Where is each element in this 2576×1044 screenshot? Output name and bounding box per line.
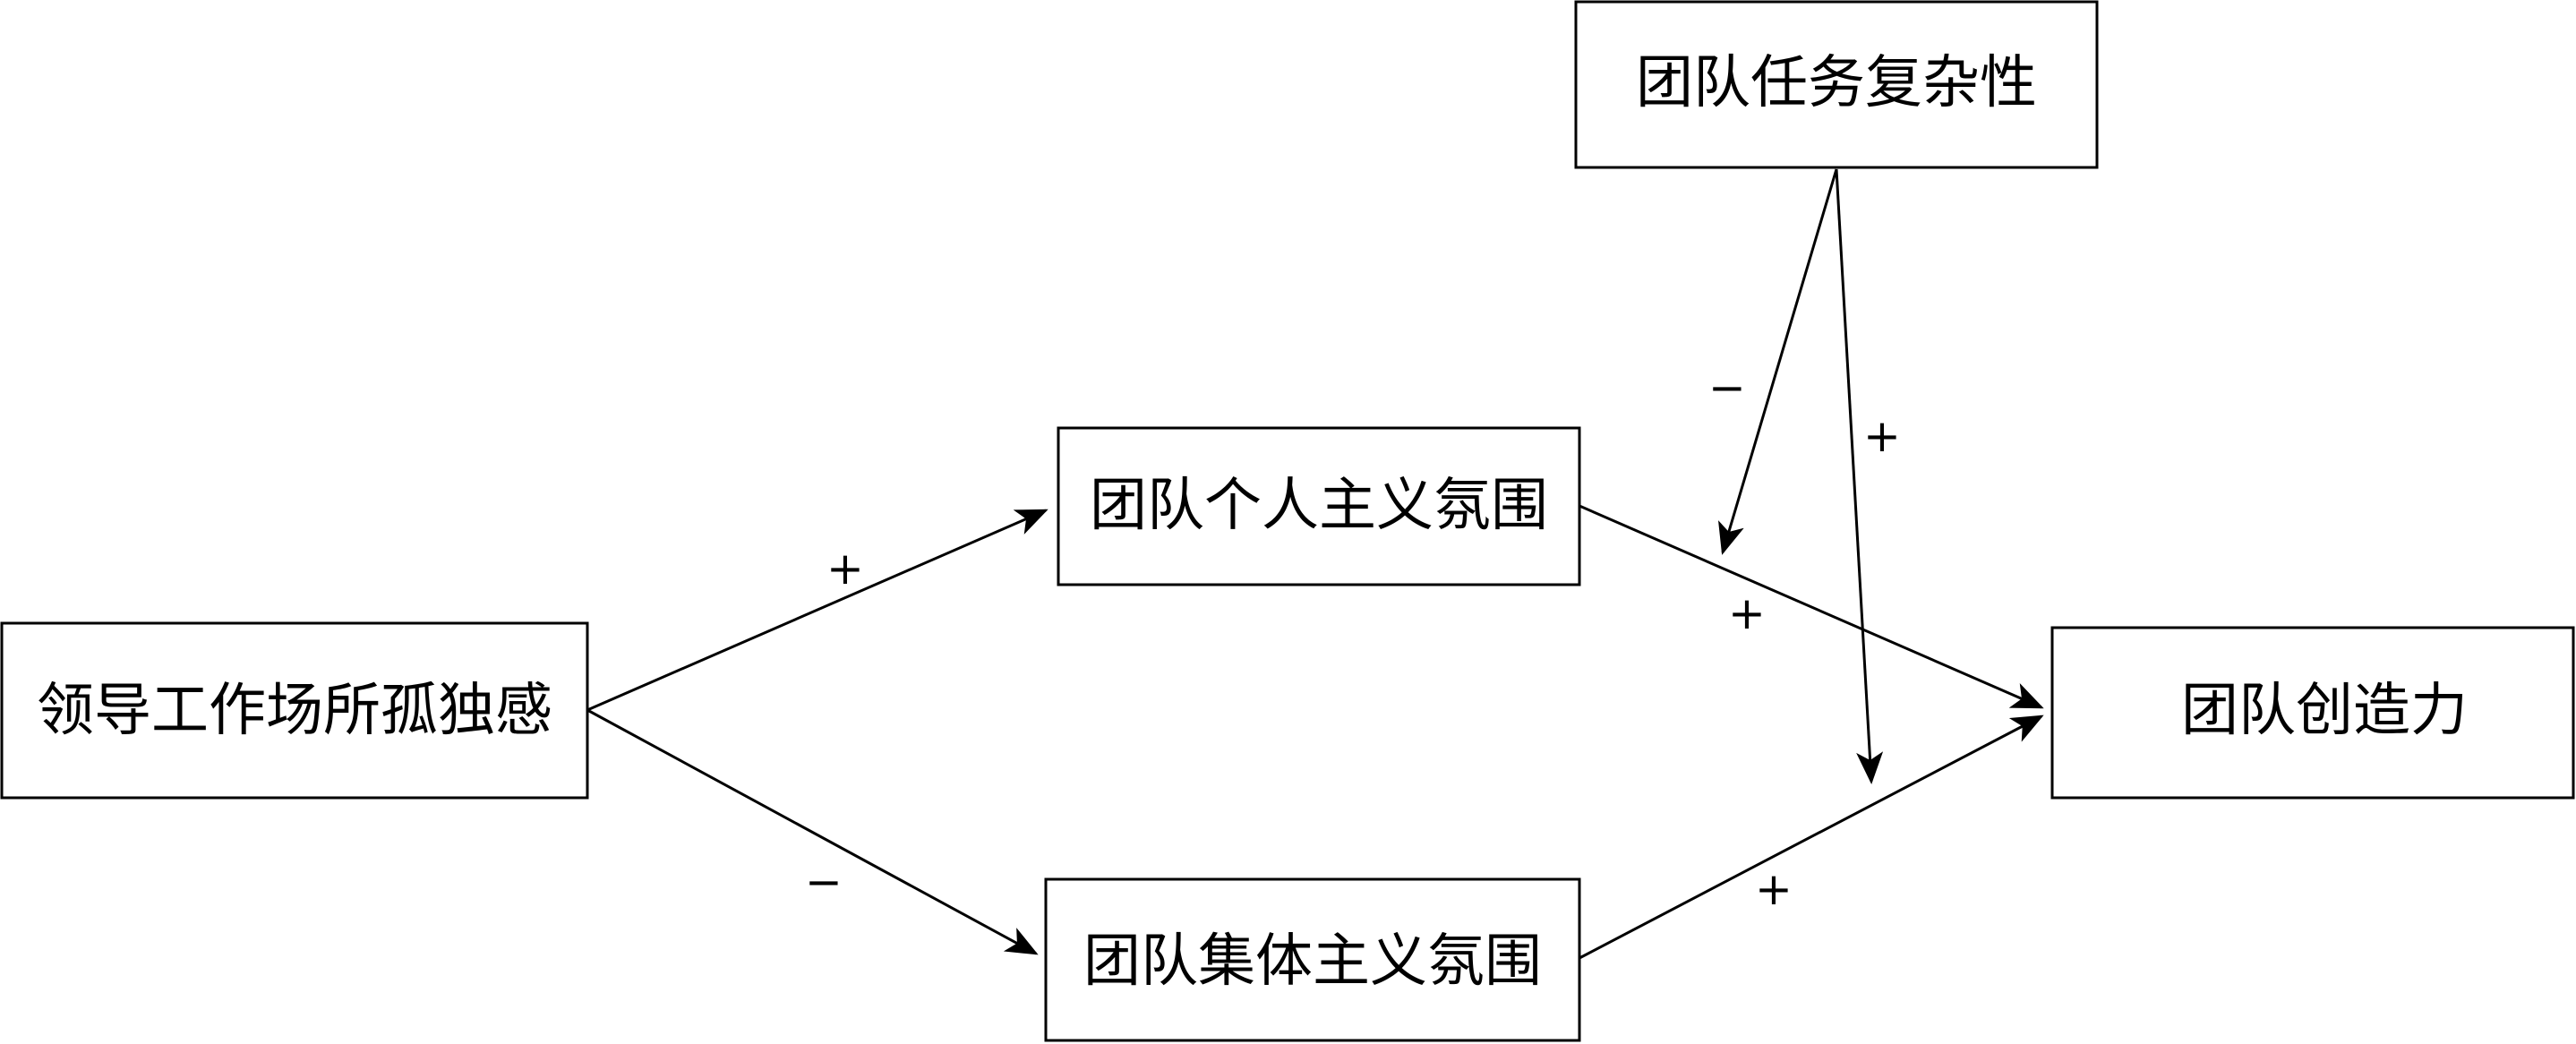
node-team-task-complexity: 团队任务复杂性	[1574, 0, 2099, 169]
sign-complexity-collectivism-path: +	[1863, 410, 1901, 462]
node-team-creativity: 团队创造力	[2050, 626, 2575, 800]
sign-complexity-individualism-path: −	[1708, 362, 1746, 414]
arrow-loneliness-to-collectivism	[586, 708, 1039, 955]
arrow-individualism-to-creativity	[1579, 504, 2044, 709]
arrow-complexity-moderates-individualism-path	[1718, 168, 1838, 555]
node-team-collectivism-climate: 团队集体主义氛围	[1044, 877, 1581, 1042]
sign-loneliness-individualism: +	[826, 543, 864, 595]
sign-individualism-creativity: +	[1728, 587, 1766, 639]
node-leader-workplace-loneliness: 领导工作场所孤独感	[0, 621, 589, 800]
node-team-individualism-climate-label: 团队个人主义氛围	[1090, 473, 1548, 539]
node-team-collectivism-climate-label: 团队集体主义氛围	[1083, 928, 1542, 995]
sign-collectivism-creativity: +	[1755, 863, 1793, 915]
node-team-task-complexity-label: 团队任务复杂性	[1636, 50, 2037, 116]
sign-loneliness-collectivism: −	[805, 856, 843, 908]
arrow-complexity-moderates-collectivism-path	[1835, 168, 1884, 784]
node-team-individualism-climate: 团队个人主义氛围	[1057, 426, 1581, 586]
arrow-collectivism-to-creativity	[1579, 715, 2044, 960]
arrow-loneliness-to-individualism	[586, 509, 1048, 712]
node-leader-workplace-loneliness-label: 领导工作场所孤独感	[37, 678, 552, 744]
node-team-creativity-label: 团队创造力	[2181, 678, 2468, 744]
